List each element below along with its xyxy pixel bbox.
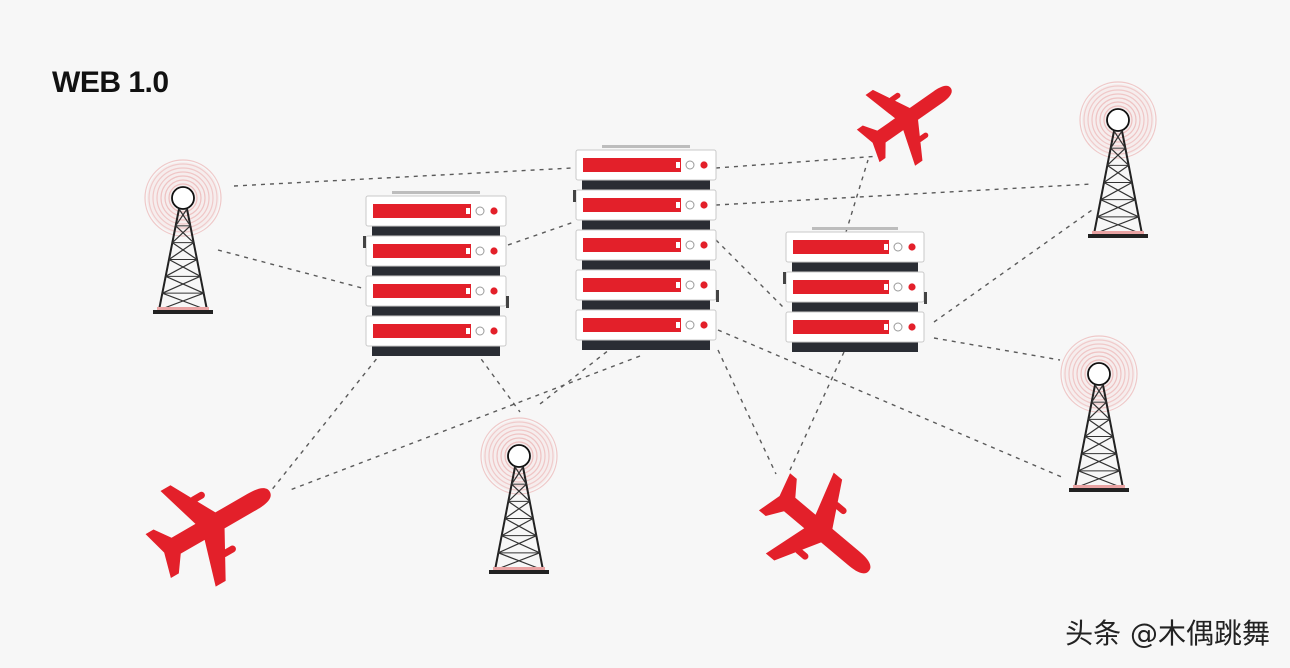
connection-line xyxy=(717,349,777,475)
connection-line xyxy=(715,183,1093,206)
connection-line xyxy=(845,159,869,233)
connection-line xyxy=(539,345,615,405)
connection-line xyxy=(233,167,573,187)
connection-lines xyxy=(217,155,1093,493)
airplane-icon xyxy=(856,85,952,166)
diagram-title: WEB 1.0 xyxy=(52,66,169,99)
network-nodes xyxy=(144,81,1157,587)
cell-tower-icon xyxy=(144,159,222,314)
watermark-text: 头条 @木偶跳舞 xyxy=(1065,617,1270,650)
connection-line xyxy=(715,155,881,169)
connection-line xyxy=(933,337,1061,361)
airplane-icon xyxy=(758,472,871,574)
cell-tower-icon xyxy=(1060,335,1138,492)
airplane-icon xyxy=(145,485,271,587)
connection-line xyxy=(289,355,641,491)
server-rack-icon xyxy=(573,145,719,350)
connection-line xyxy=(269,351,383,493)
cell-tower-icon xyxy=(1079,81,1157,238)
connection-line xyxy=(475,351,521,413)
connection-line xyxy=(217,249,363,289)
connection-line xyxy=(717,329,1065,479)
connection-line xyxy=(507,221,575,246)
connection-line xyxy=(933,209,1093,323)
connection-line xyxy=(715,239,787,311)
server-rack-icon xyxy=(783,227,927,352)
server-rack-icon xyxy=(363,191,509,356)
connection-line xyxy=(789,351,845,471)
cell-tower-icon xyxy=(480,417,558,574)
